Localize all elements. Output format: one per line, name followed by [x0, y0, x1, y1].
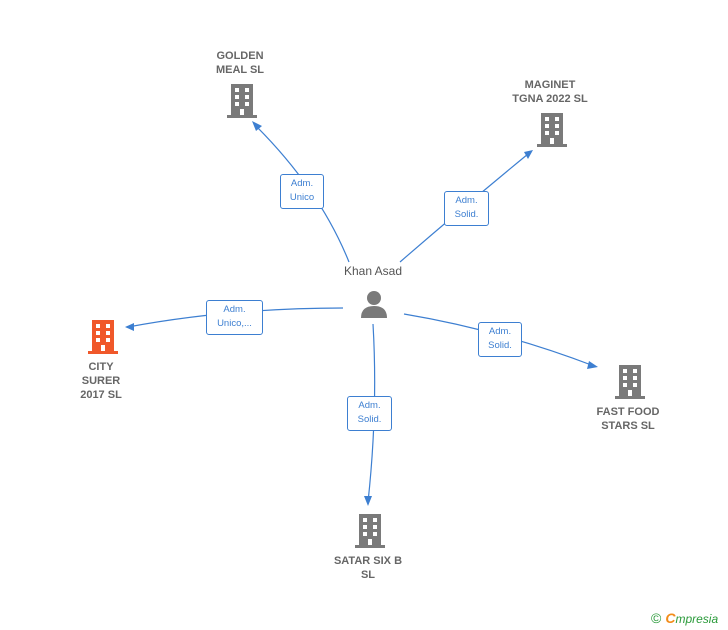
company-label-satar[interactable]: SATAR SIX B SL: [333, 555, 403, 581]
building-icon[interactable]: [354, 513, 386, 549]
building-icon[interactable]: [226, 83, 258, 119]
company-label-fastfood[interactable]: FAST FOOD STARS SL: [596, 406, 660, 432]
building-icon[interactable]: [536, 112, 568, 148]
arrowhead-fastfood: [587, 361, 598, 369]
building-icon[interactable]: [614, 364, 646, 400]
edge-label-satar[interactable]: Adm. Solid.: [347, 396, 392, 431]
copyright-icon: ©: [651, 610, 662, 626]
company-label-golden[interactable]: GOLDEN MEAL SL: [215, 50, 265, 76]
edge-label-fastfood[interactable]: Adm. Solid.: [478, 322, 522, 357]
footer-brand: © Cmpresia: [651, 610, 718, 626]
person-icon[interactable]: [359, 289, 389, 319]
arrowhead-satar: [364, 496, 372, 506]
edge-label-golden[interactable]: Adm. Unico: [280, 174, 324, 209]
arrowhead-city: [125, 323, 134, 331]
brand-logo: Cmpresia: [665, 610, 719, 626]
arrowhead-golden: [252, 121, 262, 131]
company-label-maginet[interactable]: MAGINET TGNA 2022 SL: [512, 79, 588, 105]
edge-label-maginet[interactable]: Adm. Solid.: [444, 191, 489, 226]
center-label: Khan Asad: [343, 264, 403, 278]
arrowhead-maginet: [524, 150, 533, 159]
building-icon[interactable]: [87, 319, 119, 355]
company-label-city[interactable]: CITY SURER 2017 SL: [80, 361, 122, 401]
edge-label-city[interactable]: Adm. Unico,...: [206, 300, 263, 335]
